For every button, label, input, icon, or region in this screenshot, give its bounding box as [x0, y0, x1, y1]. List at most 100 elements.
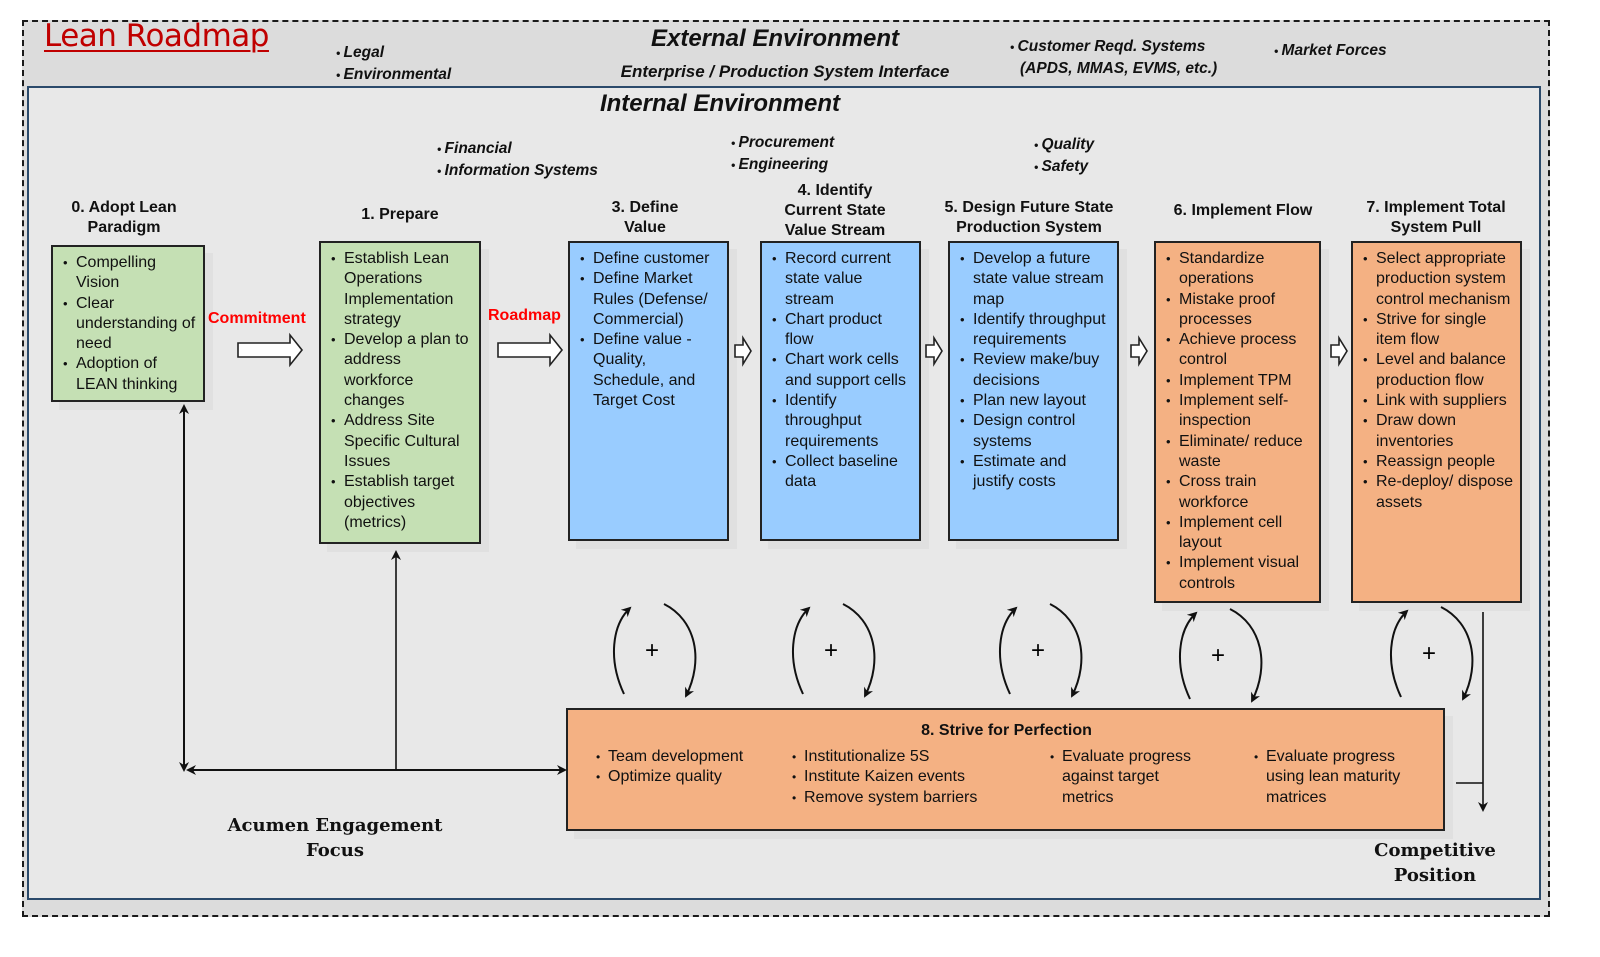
- step-item: Collect baseline data: [770, 452, 913, 493]
- external-environment-subheading: Enterprise / Production System Interface: [620, 62, 950, 81]
- step-item: Estimate and justify costs: [958, 452, 1111, 493]
- step-arrow-icon: [1330, 335, 1348, 367]
- step-1-box: Establish Lean Operations Implementation…: [319, 241, 481, 544]
- step-1-title: 1. Prepare: [361, 206, 439, 223]
- step-item: Standardize operations: [1164, 249, 1313, 290]
- strive-item: Institute Kaizen events: [792, 767, 977, 788]
- step-item: Draw down inventories: [1361, 411, 1514, 452]
- factor-item-cont: (APDS, MMAS, EVMS, etc.): [1020, 60, 1218, 77]
- strive-column: Team development Optimize quality: [596, 747, 743, 788]
- step-item: Chart work cells and support cells: [770, 350, 913, 391]
- loop-up-arrow: [792, 606, 811, 695]
- commitment-label: Commitment: [208, 310, 306, 327]
- step-item: Identify throughput requirements: [770, 391, 913, 452]
- step-item: Define Market Rules (Defense/ Commercial…: [578, 269, 721, 330]
- step-item: Compelling Vision: [61, 253, 197, 294]
- step-item: Establish Lean Operations Implementation…: [329, 249, 473, 330]
- internal-environment-heading: Internal Environment: [599, 90, 841, 117]
- loop-down-arrow: [1049, 603, 1083, 698]
- step-8-title: 8. Strive for Perfection: [921, 722, 1092, 739]
- strive-item: Remove system barriers: [792, 788, 977, 809]
- step-item: Establish target objectives (metrics): [329, 472, 473, 533]
- step-arrow-icon: [1130, 335, 1148, 367]
- plus-icon: +: [1422, 640, 1436, 667]
- internal-factors-financial: Financial Information Systems: [437, 138, 598, 182]
- factor-item: Quality: [1034, 134, 1095, 156]
- step-item: Record current state value stream: [770, 249, 913, 310]
- step-item: Select appropriate production system con…: [1361, 249, 1514, 310]
- external-factors-market: Market Forces: [1274, 40, 1387, 62]
- step-item: Eliminate/ reduce waste: [1164, 432, 1313, 473]
- plus-icon: +: [1031, 637, 1045, 664]
- step-item: Define customer: [578, 249, 721, 270]
- strive-item: Team development: [596, 747, 743, 768]
- step-item: Cross train workforce: [1164, 472, 1313, 513]
- factor-item: Environmental: [336, 64, 452, 86]
- loop-up-arrow: [999, 606, 1018, 695]
- strive-column: Institutionalize 5S Institute Kaizen eve…: [792, 747, 977, 808]
- step-0-box: Compelling VisionClear understanding of …: [51, 245, 205, 402]
- step-item: Implement TPM: [1164, 371, 1313, 392]
- external-environment-heading: External Environment: [650, 25, 900, 52]
- step-item: Design control systems: [958, 411, 1111, 452]
- strive-column: Evaluate progress using lean maturity ma…: [1254, 747, 1424, 808]
- step-item: Level and balance production flow: [1361, 350, 1514, 391]
- acumen-line: Acumen Engagement: [227, 815, 443, 836]
- internal-factors-procurement: Procurement Engineering: [731, 132, 835, 176]
- roadmap-label: Roadmap: [488, 307, 561, 324]
- step-item: Clear understanding of need: [61, 294, 197, 355]
- step-item: Adoption of LEAN thinking: [61, 354, 197, 395]
- factor-item: Legal: [336, 42, 451, 64]
- step-item: Link with suppliers: [1361, 391, 1514, 412]
- factor-item: Safety: [1034, 156, 1094, 178]
- step-item: Re-deploy/ dispose assets: [1361, 472, 1514, 513]
- step-5-title: 5. Design Future State Production System: [944, 199, 1114, 236]
- step-item: Develop a future state value stream map: [958, 249, 1111, 310]
- loop-up-arrow: [1390, 609, 1409, 698]
- step-item: Achieve process control: [1164, 330, 1313, 371]
- step-0-title: 0. Adopt Lean Paradigm: [71, 199, 177, 236]
- step-item: Define value - Quality, Schedule, and Ta…: [578, 330, 721, 411]
- strive-column: Evaluate progress against target metrics: [1050, 747, 1210, 808]
- feedback-loops: +++++: [613, 603, 1474, 703]
- factor-item: Engineering: [731, 154, 834, 176]
- plus-icon: +: [1211, 642, 1225, 669]
- strive-item: Evaluate progress using lean maturity ma…: [1254, 747, 1424, 808]
- internal-factors-quality: Quality Safety: [1034, 134, 1095, 178]
- step-item: Identify throughput requirements: [958, 310, 1111, 351]
- step-item: Address Site Specific Cultural Issues: [329, 411, 473, 472]
- step-3-title: 3. Define Value: [611, 199, 679, 236]
- roadmap-arrow-icon: [497, 332, 564, 368]
- step-4-box: Record current state value streamChart p…: [760, 241, 921, 541]
- step-item: Implement cell layout: [1164, 513, 1313, 554]
- loop-down-arrow: [663, 603, 697, 698]
- step-8-box: 8. Strive for Perfection Team developmen…: [566, 708, 1445, 831]
- factor-item: Market Forces: [1274, 40, 1387, 62]
- step-4-title: 4. Identify Current State Value Stream: [784, 182, 886, 239]
- step-arrow-icon: [734, 335, 752, 367]
- step-item: Reassign people: [1361, 452, 1514, 473]
- factor-item: Information Systems: [437, 160, 598, 182]
- step-item: Strive for single item flow: [1361, 310, 1514, 351]
- step-6-box: Standardize operationsMistake proof proc…: [1154, 241, 1321, 603]
- step-item: Plan new layout: [958, 391, 1111, 412]
- step-7-box: Select appropriate production system con…: [1351, 241, 1522, 603]
- step-7-title: 7. Implement Total System Pull: [1366, 199, 1506, 236]
- loop-down-arrow: [1229, 608, 1263, 703]
- step-item: Implement visual controls: [1164, 553, 1313, 594]
- strive-item: Evaluate progress against target metrics: [1050, 747, 1210, 808]
- strive-item: Optimize quality: [596, 767, 743, 788]
- loop-up-arrow: [613, 606, 632, 695]
- commitment-arrow-icon: [237, 332, 304, 368]
- external-factors-legal: Legal Environmental: [336, 42, 452, 86]
- factor-item: Customer Reqd. Systems: [1010, 36, 1217, 58]
- page-title: Lean Roadmap: [44, 18, 269, 54]
- step-arrow-icon: [925, 335, 943, 367]
- external-factors-customer: Customer Reqd. Systems (APDS, MMAS, EVMS…: [1010, 36, 1218, 80]
- competitive-position-label: Competitive Position: [1374, 840, 1496, 886]
- loop-up-arrow: [1179, 611, 1198, 700]
- acumen-engagement-label: Acumen Engagement Focus: [200, 813, 470, 863]
- factor-item: Procurement: [731, 132, 835, 154]
- step-5-box: Develop a future state value stream mapI…: [948, 241, 1119, 541]
